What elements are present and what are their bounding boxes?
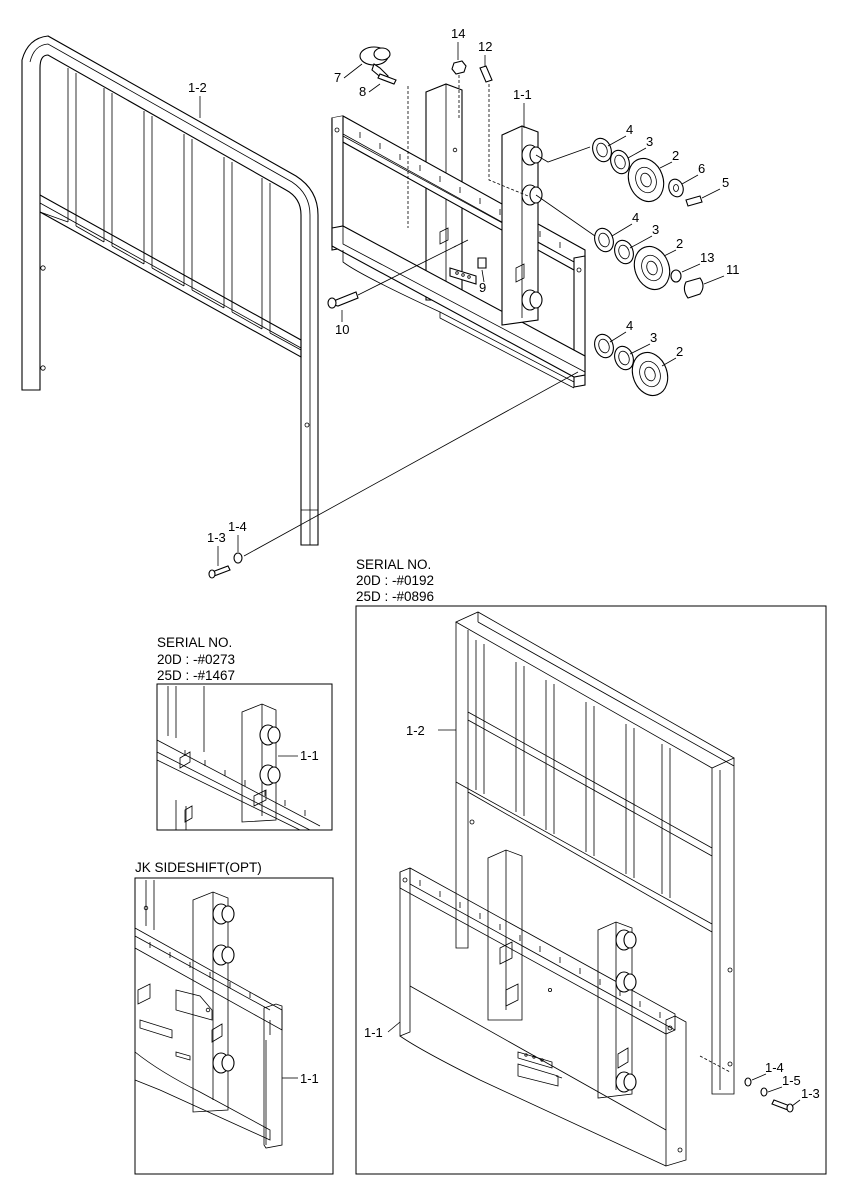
inset1-frame (156, 683, 333, 831)
label-7: 7 (334, 70, 341, 85)
inset3-serial-20d: 20D : -#0192 (356, 573, 434, 588)
carriage (331, 83, 586, 389)
label-1-1: 1-1 (513, 87, 532, 102)
label-6: 6 (698, 161, 705, 176)
label-12: 12 (478, 39, 492, 54)
label-1-4: 1-4 (228, 519, 247, 534)
label-1-2: 1-2 (188, 80, 207, 95)
label-4a: 4 (626, 122, 633, 137)
label-10: 10 (335, 322, 349, 337)
inset2-title: JK SIDESHIFT(OPT) (135, 860, 262, 875)
load-backrest (21, 35, 319, 546)
label-1-3: 1-3 (207, 530, 226, 545)
inset3-serial-title: SERIAL NO. (356, 557, 431, 572)
label-2b: 2 (676, 236, 683, 251)
small-parts (327, 46, 529, 309)
label-2a: 2 (672, 148, 679, 163)
label-14: 14 (451, 26, 465, 41)
label-13: 13 (700, 250, 714, 265)
inset-jk-sideshift: JK SIDESHIFT(OPT) 1-1 (134, 860, 334, 1175)
backrest-bolts (208, 371, 579, 579)
label-3c: 3 (650, 330, 657, 345)
inset1-label-1-1: 1-1 (300, 748, 319, 763)
part-labels: 14 12 7 8 1-2 1-1 4 3 2 6 5 4 3 2 13 11 … (188, 26, 740, 566)
inset3-label-1-3: 1-3 (801, 1086, 820, 1101)
inset3-serial-25d: 25D : -#0896 (356, 589, 434, 604)
label-3b: 3 (652, 222, 659, 237)
label-8: 8 (359, 84, 366, 99)
inset3-label-1-1: 1-1 (364, 1025, 383, 1040)
label-4c: 4 (626, 318, 633, 333)
label-11: 11 (726, 262, 740, 277)
label-9: 9 (479, 280, 486, 295)
inset2-frame (134, 877, 334, 1175)
inset1-serial-20d: 20D : -#0273 (157, 652, 235, 667)
inset1-serial-25d: 25D : -#1467 (157, 668, 235, 683)
inset3-label-1-5: 1-5 (782, 1073, 801, 1088)
label-4b: 4 (632, 210, 639, 225)
rollers (535, 137, 704, 397)
label-3a: 3 (646, 134, 653, 149)
inset3-frame (355, 605, 827, 1175)
inset1-serial-title: SERIAL NO. (157, 635, 232, 650)
label-2c: 2 (676, 344, 683, 359)
inset-serial-0273: SERIAL NO. 20D : -#0273 25D : -#1467 1-1 (156, 635, 333, 831)
inset2-label-1-1: 1-1 (300, 1071, 319, 1086)
inset-serial-0192: SERIAL NO. 20D : -#0192 25D : -#0896 (355, 557, 827, 1175)
label-5: 5 (722, 175, 729, 190)
inset3-label-1-4: 1-4 (765, 1060, 784, 1075)
inset3-label-1-2: 1-2 (406, 723, 425, 738)
